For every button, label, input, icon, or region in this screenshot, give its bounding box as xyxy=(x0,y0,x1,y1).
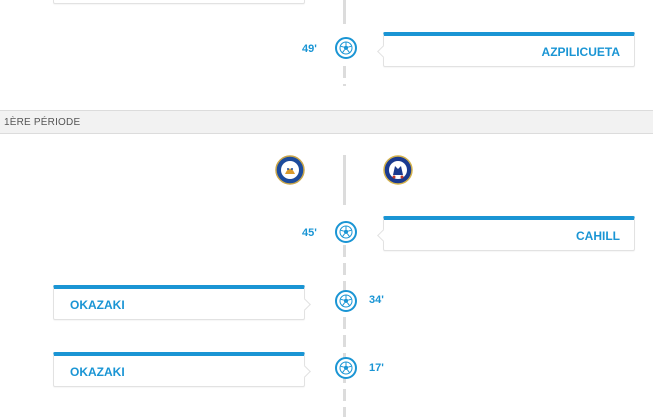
timeline-axis-top-dashes xyxy=(343,66,346,86)
leicester-crest-icon xyxy=(275,155,305,185)
partial-event-card xyxy=(53,0,305,4)
chelsea-crest-icon xyxy=(383,155,413,185)
event-card[interactable]: OKAZAKI xyxy=(53,352,305,387)
event-minute: 34' xyxy=(369,294,384,306)
timeline-axis-top xyxy=(343,0,346,24)
player-name: OKAZAKI xyxy=(70,365,125,379)
event-minute: 17' xyxy=(369,362,384,374)
soccer-ball-icon xyxy=(335,290,357,312)
soccer-ball-icon xyxy=(335,221,357,243)
event-minute: 45' xyxy=(302,227,317,239)
player-name: CAHILL xyxy=(576,229,620,243)
player-name: AZPILICUETA xyxy=(541,45,620,59)
period-label: 1ÈRE PÉRIODE xyxy=(4,117,81,128)
event-card[interactable]: CAHILL xyxy=(383,216,635,251)
timeline-axis-main-dashes xyxy=(343,245,346,417)
event-minute: 49' xyxy=(302,43,317,55)
event-card[interactable]: OKAZAKI xyxy=(53,285,305,320)
soccer-ball-icon xyxy=(335,357,357,379)
period-header: 1ÈRE PÉRIODE xyxy=(0,110,653,134)
timeline-axis-main xyxy=(343,155,346,205)
soccer-ball-icon xyxy=(335,37,357,59)
event-card[interactable]: AZPILICUETA xyxy=(383,32,635,67)
player-name: OKAZAKI xyxy=(70,298,125,312)
